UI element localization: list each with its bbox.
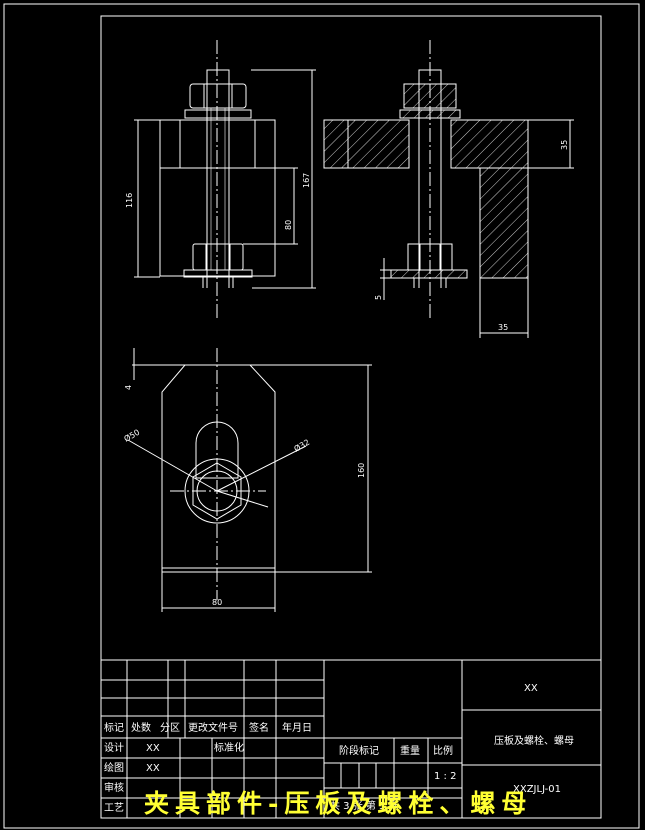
clamp-plate-outline	[161, 364, 276, 573]
tb-label-designer: 设计	[104, 741, 124, 754]
support-block-section	[479, 167, 529, 279]
dim-35-horizontal: 35	[498, 323, 508, 332]
dim-5: 5	[374, 295, 383, 300]
bolt-top-end	[206, 69, 230, 85]
tb-value-scale: 1 : 2	[434, 771, 456, 782]
title-block	[100, 659, 602, 819]
tb-drawing-number: XXZJLJ-01	[513, 784, 561, 795]
dim-116: 116	[125, 193, 134, 208]
dim-4: 4	[124, 385, 133, 390]
top-nut	[189, 83, 247, 109]
tb-label-stage: 阶段标记	[339, 744, 379, 757]
front-view	[134, 40, 316, 318]
tb-label-date: 年月日	[282, 721, 312, 734]
section-top-nut	[403, 83, 457, 109]
dim-80-width: 80	[212, 598, 222, 607]
dim-167: 167	[302, 173, 311, 188]
tb-label-review: 审核	[104, 781, 124, 794]
tb-sheet-count: 共 3 张 第 3 张	[330, 799, 399, 812]
dim-160: 160	[357, 463, 366, 478]
tb-company: XX	[524, 683, 538, 694]
bolt-slot	[195, 421, 239, 479]
tb-part-name: 压板及螺栓、螺母	[494, 734, 574, 747]
overlay-banner-title: 夹具部件-压板及螺栓、螺母	[144, 789, 532, 818]
tb-label-change-doc: 更改文件号	[188, 721, 238, 734]
tb-label-count: 处数	[131, 721, 151, 734]
sheet-border	[3, 3, 640, 829]
dim-35-vertical: 35	[560, 140, 569, 150]
bottom-nut	[192, 243, 244, 271]
section-view	[323, 40, 574, 338]
tb-label-drafting: 绘图	[104, 761, 124, 774]
bolt-circle-outer	[184, 458, 250, 524]
top-view	[127, 348, 372, 612]
clamp-plate-side	[159, 119, 276, 277]
dim-dia-32: Ø32	[292, 437, 311, 454]
plate-section-right	[450, 119, 529, 169]
plate-section-left	[323, 119, 410, 169]
tb-label-zone: 分区	[160, 722, 180, 734]
dim-dia-50: Ø50	[122, 427, 141, 444]
dim-80: 80	[284, 220, 293, 230]
tb-label-mark: 标记	[104, 722, 124, 734]
tb-label-signature: 签名	[249, 721, 269, 734]
tb-label-standardize: 标准化	[214, 741, 244, 754]
tb-label-process: 工艺	[104, 802, 124, 814]
tb-value-drafting: XX	[146, 763, 160, 774]
tb-label-weight: 重量	[400, 744, 420, 757]
tb-value-designer: XX	[146, 743, 160, 754]
tb-label-scale: 比例	[433, 744, 453, 757]
